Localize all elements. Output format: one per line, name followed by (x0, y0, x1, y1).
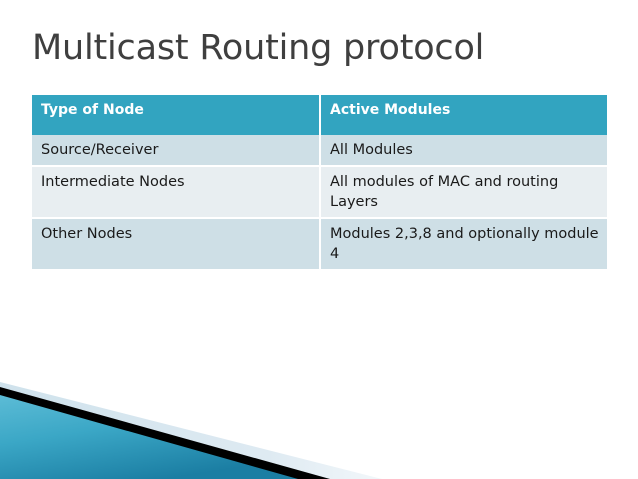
table-header-row: Type of Node Active Modules (32, 95, 607, 135)
cell-active-modules: All Modules (320, 135, 607, 167)
table-row: Source/Receiver All Modules (32, 135, 607, 167)
decor-teal-wedge (0, 395, 298, 479)
column-header-type-of-node: Type of Node (32, 95, 321, 135)
decor-black-stripe (0, 387, 330, 479)
cell-active-modules: All modules of MAC and routing Layers (320, 166, 607, 219)
content-table: Type of Node Active Modules Source/Recei… (32, 95, 607, 269)
decor-pale-wedge (0, 382, 382, 479)
page-title: Multicast Routing protocol (32, 28, 485, 68)
table-row: Intermediate Nodes All modules of MAC an… (32, 166, 607, 219)
cell-node-type: Intermediate Nodes (32, 166, 321, 219)
table-header: Type of Node Active Modules (32, 95, 607, 135)
column-header-active-modules: Active Modules (320, 95, 607, 135)
cell-active-modules: Modules 2,3,8 and optionally module 4 (320, 218, 607, 269)
cell-node-type: Source/Receiver (32, 135, 321, 167)
table-row: Other Nodes Modules 2,3,8 and optionally… (32, 218, 607, 269)
table-body: Source/Receiver All Modules Intermediate… (32, 135, 607, 269)
bottom-left-diagonal-decoration (0, 382, 382, 479)
cell-node-type: Other Nodes (32, 218, 321, 269)
